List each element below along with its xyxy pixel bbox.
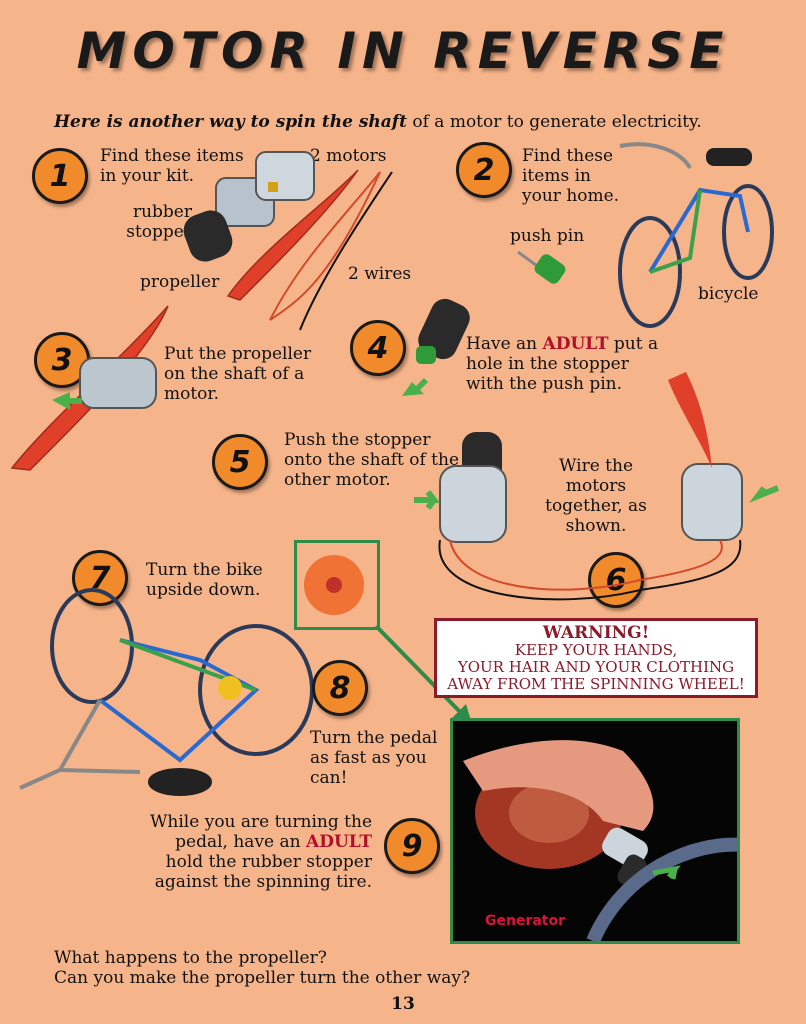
step-6-text: Wire the motors together, as shown. [545, 456, 647, 536]
warning-box: WARNING! KEEP YOUR HANDS, YOUR HAIR AND … [434, 618, 758, 698]
motor-icon [439, 432, 507, 543]
step-4-text-a: Have an [466, 334, 543, 354]
question-2: Can you make the propeller turn the othe… [54, 968, 471, 988]
warning-line-1: KEEP YOUR HANDS, [514, 641, 678, 659]
arrow-icon [52, 392, 82, 410]
wires-label: 2 wires [348, 264, 412, 284]
intro-bold: Here is another way to spin the shaft [54, 112, 407, 132]
question-1: What happens to the propeller? [54, 948, 327, 968]
step-2-number: 2 [456, 142, 512, 198]
rubber-stopper-icon [183, 210, 233, 262]
step-6-number: 6 [588, 552, 644, 608]
step-2-text: Find these items in your home. [522, 146, 620, 206]
motor-icon [215, 151, 315, 227]
spinning-propeller-icon [304, 555, 364, 615]
step-7-number: 7 [72, 550, 128, 606]
wire-red [449, 539, 723, 591]
warning-heading: WARNING! [542, 623, 650, 643]
motor-icon [79, 357, 157, 409]
propeller-icon [226, 169, 359, 301]
arrow-icon [749, 485, 780, 503]
step-5-text: Push the stopper onto the shaft of the o… [284, 430, 460, 490]
wire-black [438, 539, 742, 601]
step-1-text: Find these items in your kit. [100, 146, 244, 186]
hand-icon [463, 740, 654, 831]
propeller-zoom-frame [294, 540, 380, 630]
step-4-text: Have an ADULT put a hole in the stopper … [466, 334, 666, 394]
step-9-number: 9 [384, 818, 440, 874]
step-9-adult: ADULT [306, 832, 372, 852]
page-title: MOTOR IN REVERSE [76, 22, 730, 80]
bicycle-icon [19, 588, 314, 796]
warning-line-2: YOUR HAIR AND YOUR CLOTHING [457, 658, 735, 676]
generator-photo: Generator [450, 718, 740, 944]
step-9-text-a: While you are turning the pedal, have an [149, 812, 372, 852]
step-4-number: 4 [350, 320, 406, 376]
rubber-stopper-icon [418, 298, 470, 360]
bicycle-icon [618, 142, 774, 328]
step-1-number: 1 [32, 148, 88, 204]
push-pin-label: push pin [510, 226, 585, 246]
push-pin-icon [416, 346, 436, 364]
step-4-text-b: put a hole in the stopper with the push … [466, 334, 659, 394]
generator-label: Generator [485, 913, 566, 929]
push-pin-icon [517, 250, 566, 284]
propeller-label: propeller [140, 272, 220, 292]
arrow-icon [652, 865, 681, 880]
bicycle-label: bicycle [698, 284, 759, 304]
generator-photo-art [463, 740, 737, 941]
step-4-adult: ADULT [542, 334, 609, 354]
arrow-icon [402, 378, 428, 396]
zoom-connector-line [374, 624, 468, 720]
step-9-text-b: hold the rubber stopper against the spin… [154, 852, 372, 892]
page-number: 13 [391, 994, 415, 1014]
rubber-stopper-label: rubber stopper [126, 202, 192, 242]
warning-line-3: AWAY FROM THE SPINNING WHEEL! [447, 675, 745, 693]
step-9-text: While you are turning the pedal, have an… [136, 812, 372, 892]
wires-icon [269, 171, 393, 331]
intro-rest: of a motor to generate electricity. [406, 112, 702, 132]
step-3-text: Put the propeller on the shaft of a moto… [164, 344, 312, 404]
step-7-text: Turn the bike upside down. [146, 560, 263, 600]
step-8-text: Turn the pedal as fast as you can! [310, 728, 438, 788]
tire-icon [586, 837, 737, 941]
step-5-number: 5 [212, 434, 268, 490]
arrow-icon [414, 490, 440, 510]
motor-icon [668, 372, 743, 541]
step-8-number: 8 [312, 660, 368, 716]
intro-text: Here is another way to spin the shaft of… [54, 112, 702, 132]
motors-label: 2 motors [310, 146, 387, 166]
